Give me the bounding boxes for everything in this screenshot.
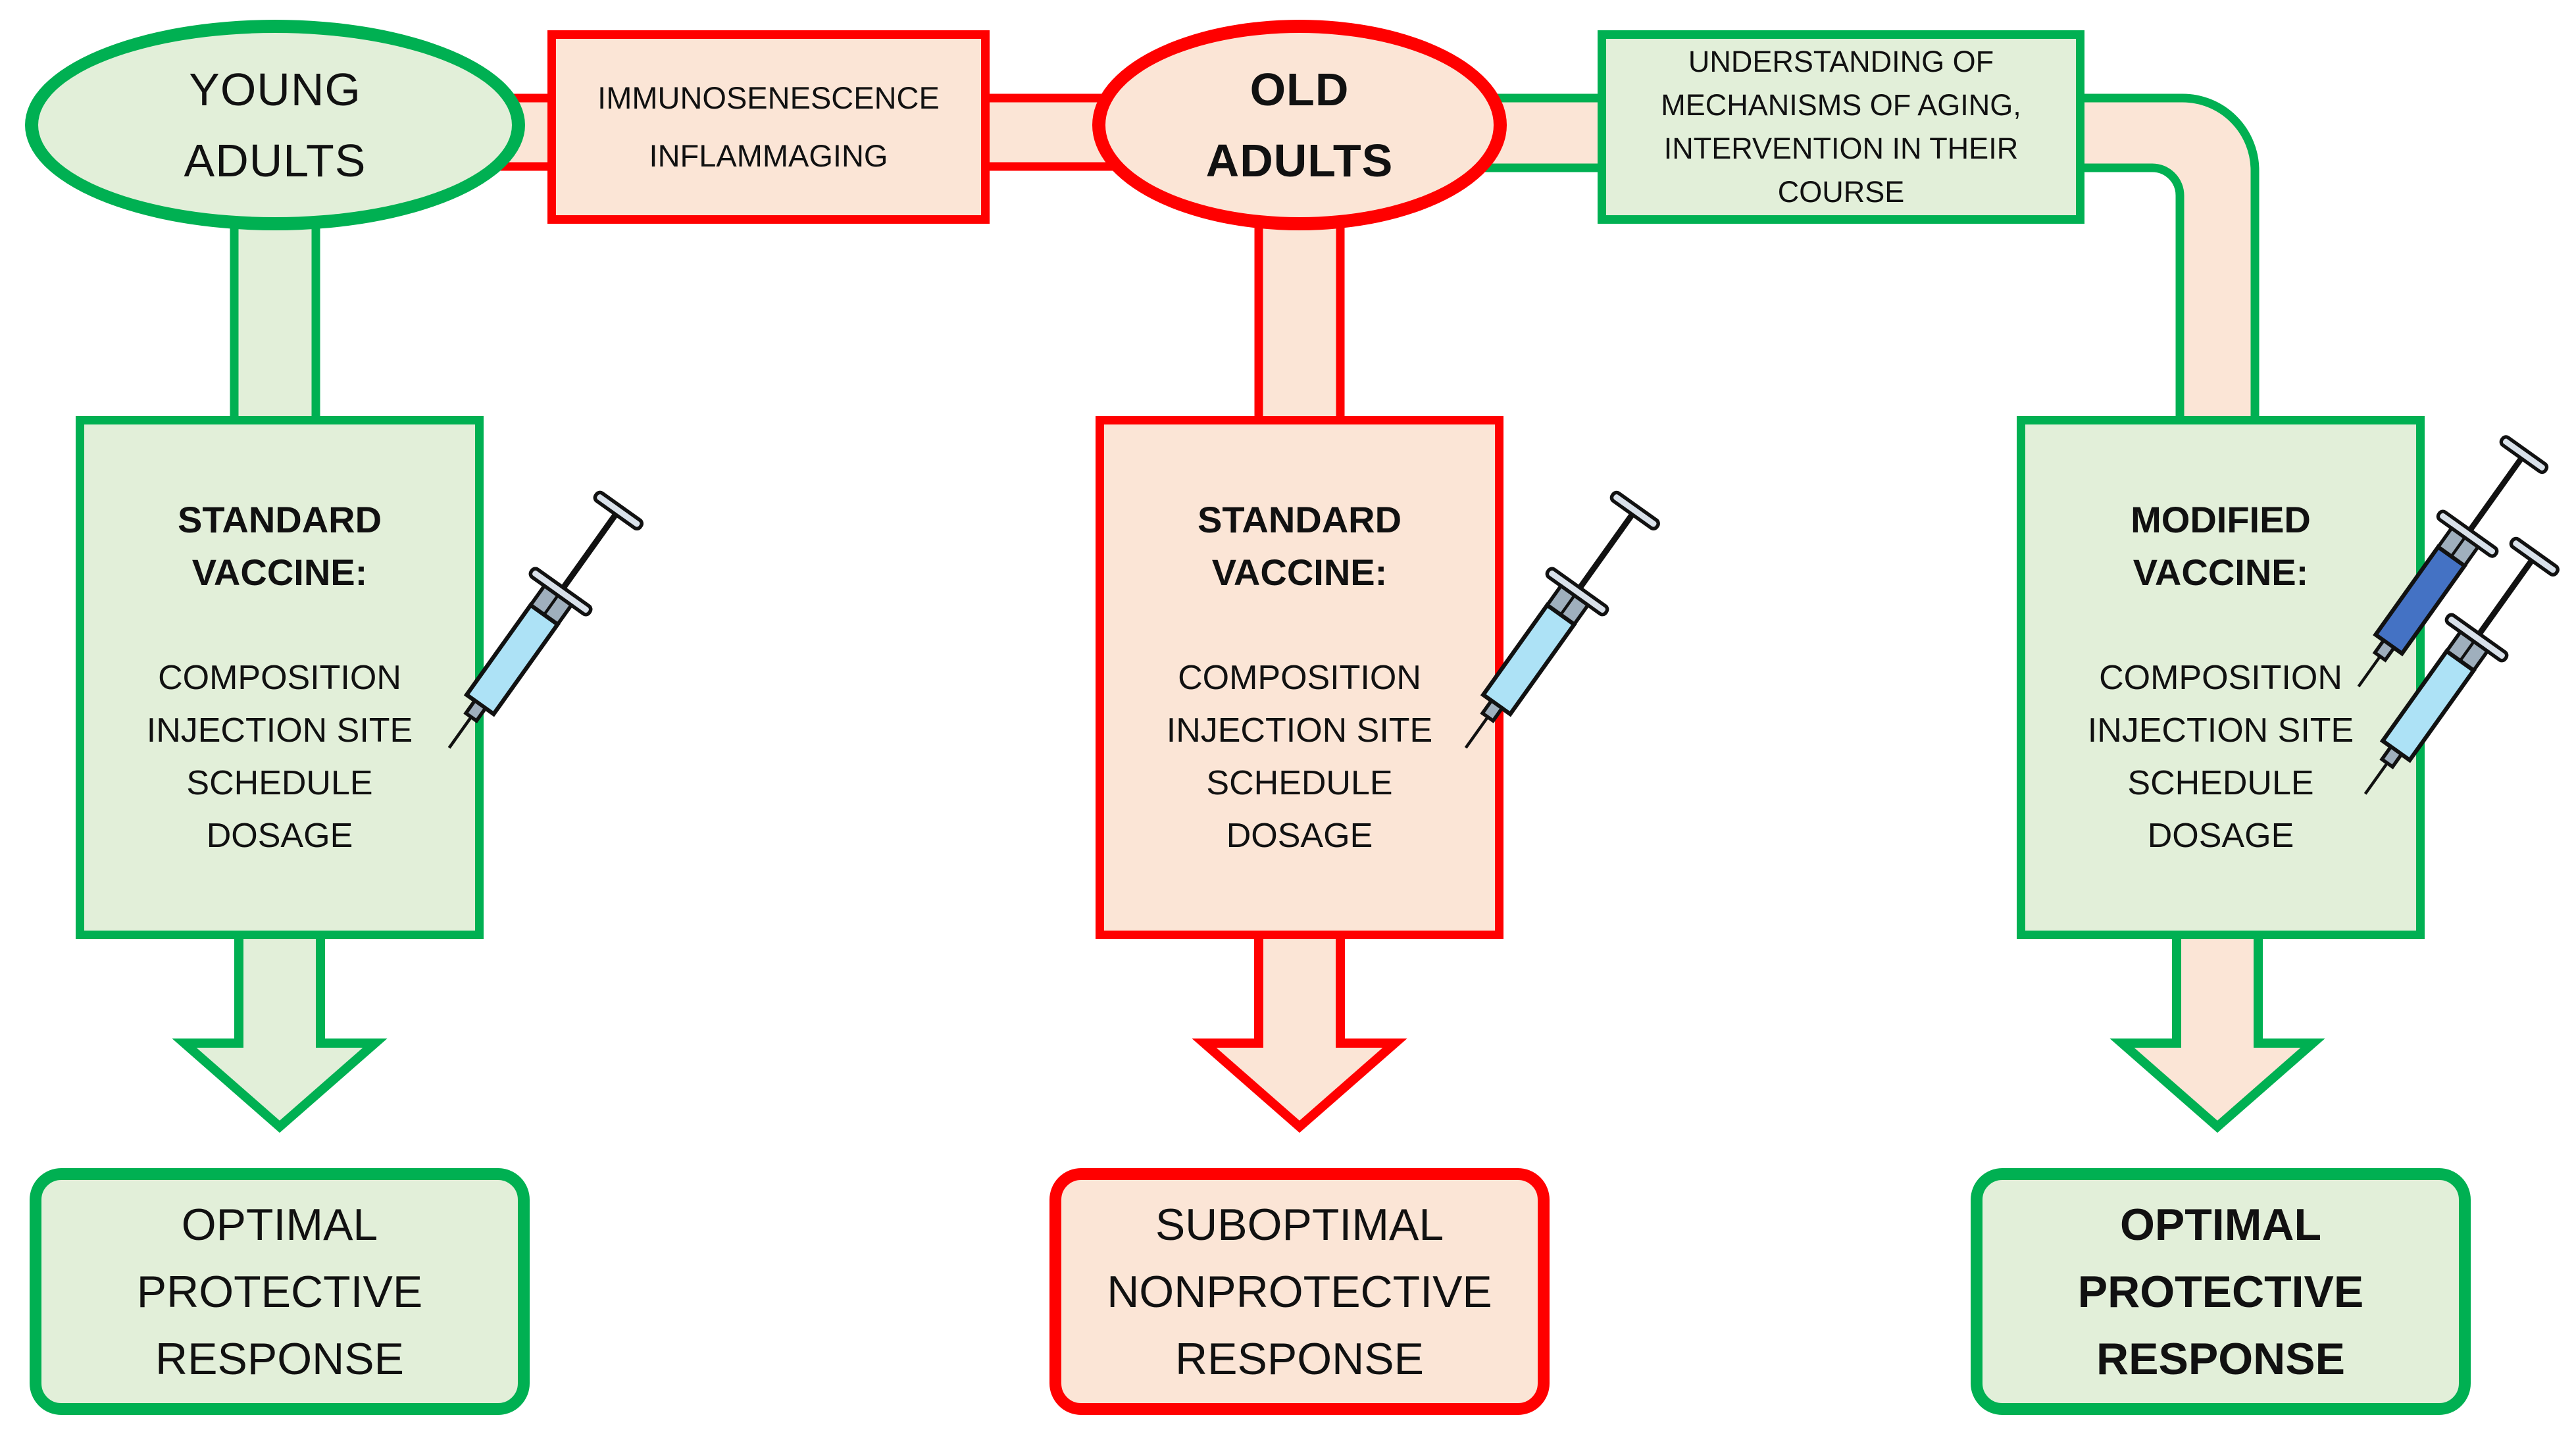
vaccine-item: INJECTION SITE — [2087, 711, 2354, 750]
old-adults-label-line2: ADULTS — [1205, 135, 1394, 186]
response-label-line3: RESPONSE — [155, 1333, 404, 1384]
response-label-line3: RESPONSE — [1175, 1333, 1424, 1384]
vaccine-title-line1: STANDARD — [1197, 498, 1402, 540]
understanding-label-line4: COURSE — [1777, 175, 1905, 209]
response-label-line2: PROTECTIVE — [136, 1266, 423, 1317]
modified-vaccine-box: MODIFIED VACCINE: COMPOSITION INJECTION … — [2017, 416, 2425, 939]
down-arrow-modified — [2109, 917, 2325, 1133]
vaccine-title-line2: VACCINE: — [2133, 551, 2309, 593]
vaccine-item: DOSAGE — [1226, 816, 1373, 855]
young-adults-label-line1: YOUNG — [189, 64, 361, 115]
young-adults-ellipse: YOUNG ADULTS — [25, 20, 525, 230]
understanding-label-line2: MECHANISMS OF AGING, — [1661, 88, 2021, 122]
vaccine-item: COMPOSITION — [2099, 658, 2342, 697]
response-label-line1: OPTIMAL — [181, 1199, 378, 1250]
vaccine-title-line1: MODIFIED — [2131, 498, 2311, 540]
optimal-response-box-modified: OPTIMAL PROTECTIVE RESPONSE — [1971, 1168, 2471, 1415]
understanding-box: UNDERSTANDING OF MECHANISMS OF AGING, IN… — [1598, 30, 2084, 224]
young-adults-label-line2: ADULTS — [184, 135, 366, 186]
response-label-line3: RESPONSE — [2096, 1333, 2345, 1384]
standard-vaccine-box-young: STANDARD VACCINE: COMPOSITION INJECTION … — [76, 416, 484, 939]
vaccine-item: DOSAGE — [206, 816, 353, 855]
old-adults-ellipse: OLD ADULTS — [1092, 20, 1507, 230]
optimal-response-box-young: OPTIMAL PROTECTIVE RESPONSE — [30, 1168, 530, 1415]
suboptimal-response-box: SUBOPTIMAL NONPROTECTIVE RESPONSE — [1049, 1168, 1550, 1415]
response-label-line1: SUBOPTIMAL — [1155, 1199, 1444, 1250]
connector-old-to-standard-vaccine — [1254, 213, 1345, 439]
vaccine-item: COMPOSITION — [158, 658, 401, 697]
vaccine-title-line2: VACCINE: — [1211, 551, 1388, 593]
response-label-line2: NONPROTECTIVE — [1107, 1266, 1492, 1317]
vaccine-item: DOSAGE — [2147, 816, 2294, 855]
down-arrow-old — [1192, 917, 1407, 1133]
standard-vaccine-box-old: STANDARD VACCINE: COMPOSITION INJECTION … — [1096, 416, 1503, 939]
immunosenescence-label-line1: IMMUNOSENESCENCE — [597, 80, 940, 115]
response-label-line1: OPTIMAL — [2120, 1199, 2321, 1250]
vaccine-item: INJECTION SITE — [146, 711, 413, 750]
understanding-label-line3: INTERVENTION IN THEIR — [1663, 132, 2019, 165]
response-label-line2: PROTECTIVE — [2077, 1266, 2364, 1317]
vaccine-item: SCHEDULE — [186, 763, 373, 802]
immunosenescence-box: IMMUNOSENESCENCE INFLAMMAGING — [547, 30, 990, 224]
vaccine-item: SCHEDULE — [2127, 763, 2314, 802]
understanding-label-line1: UNDERSTANDING OF — [1688, 45, 1994, 78]
connector-young-to-standard-vaccine — [230, 213, 320, 439]
vaccine-item: COMPOSITION — [1178, 658, 1421, 697]
vaccine-item: INJECTION SITE — [1166, 711, 1433, 750]
down-arrow-young — [172, 917, 388, 1133]
old-adults-label-line1: OLD — [1250, 64, 1350, 115]
vaccine-item: SCHEDULE — [1206, 763, 1393, 802]
vaccine-title-line2: VACCINE: — [191, 551, 368, 593]
vaccine-title-line1: STANDARD — [177, 498, 382, 540]
immunosenescence-label-line2: INFLAMMAGING — [649, 138, 888, 173]
